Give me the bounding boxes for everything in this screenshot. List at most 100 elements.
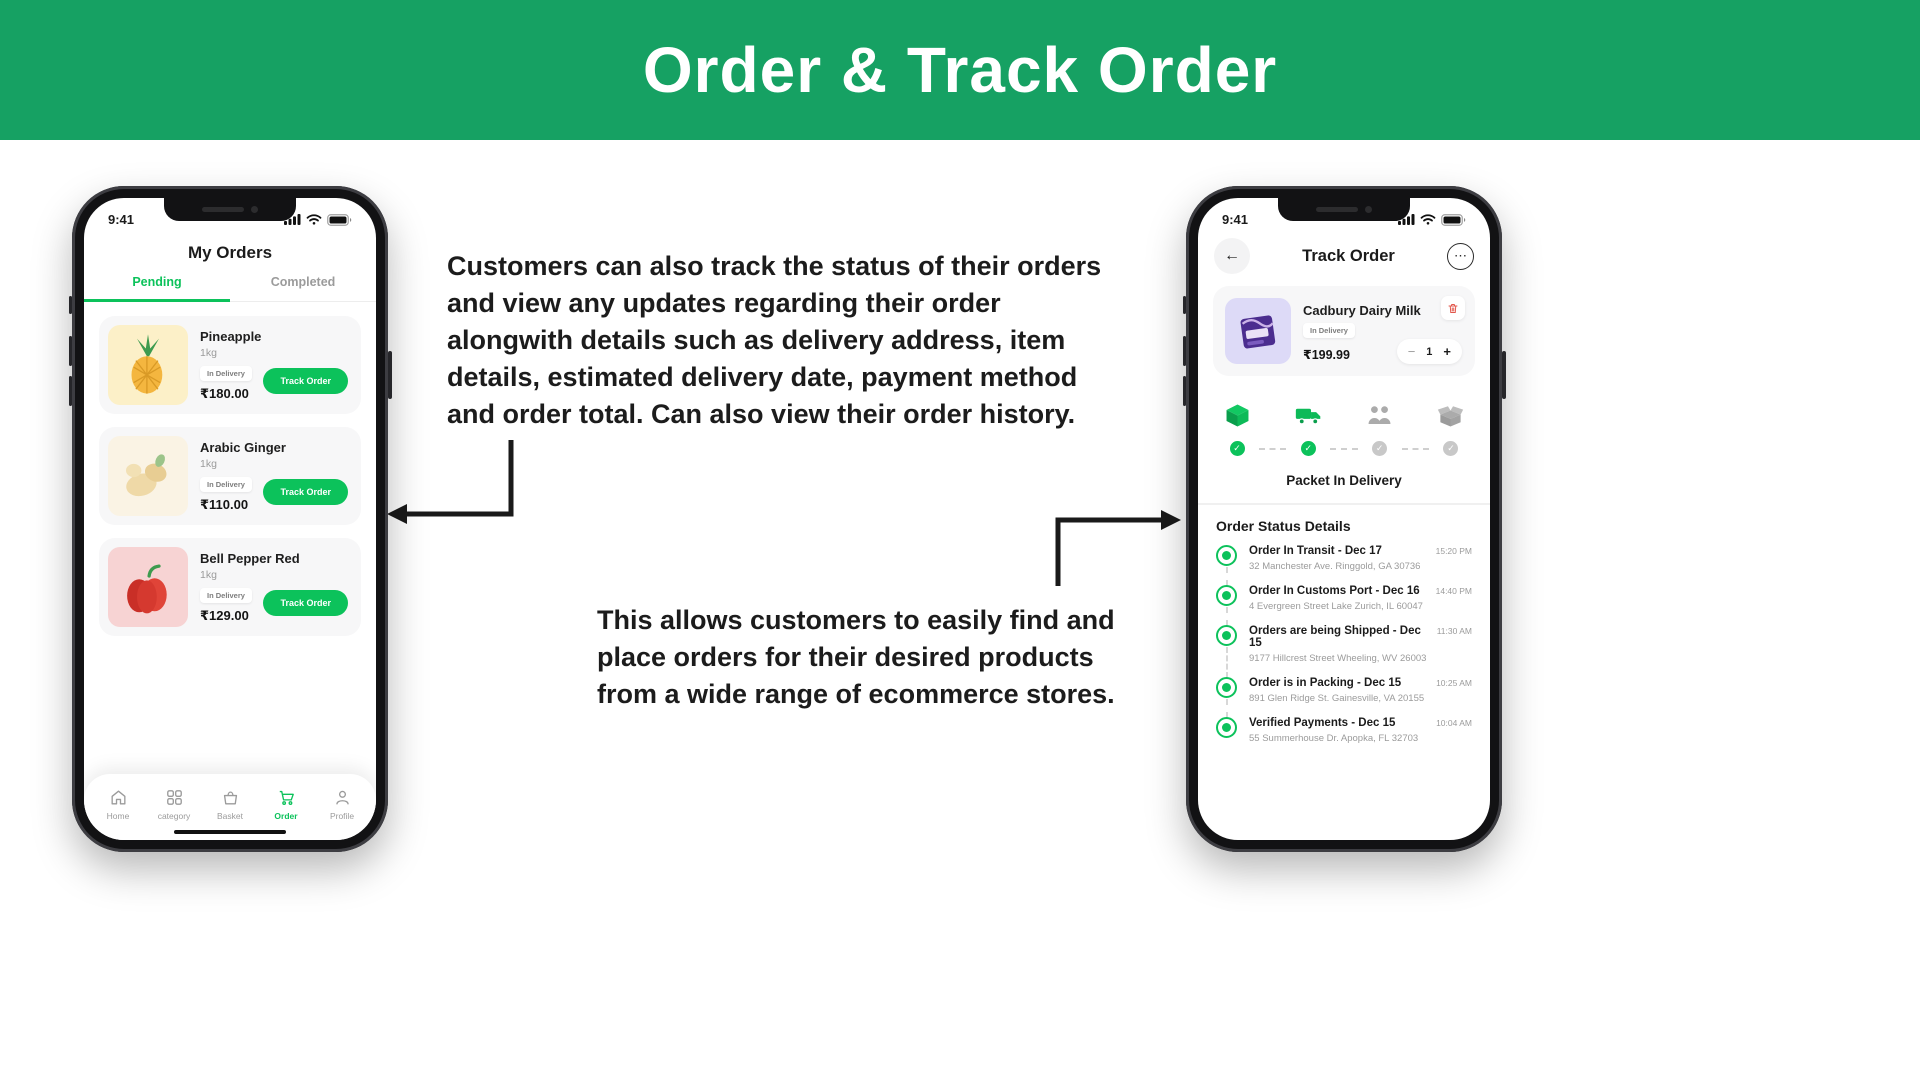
delivery-progress-tracker: ✓ ✓ ✓ ✓ xyxy=(1220,402,1468,456)
current-status-label: Packet In Delivery xyxy=(1286,473,1402,488)
status-title: Order In Customs Port - Dec 16 xyxy=(1249,584,1420,597)
handover-people-icon xyxy=(1368,406,1391,424)
tab-completed[interactable]: Completed xyxy=(270,275,336,289)
nav-item-order[interactable]: Order xyxy=(263,787,309,822)
track-order-button[interactable]: Track Order xyxy=(263,367,348,394)
volume-up-button xyxy=(1182,336,1186,366)
status-address: 891 Glen Ridge St. Gainesville, VA 20155 xyxy=(1249,692,1425,704)
track-order-screen: 9:41 ← Track Ord xyxy=(1198,198,1490,840)
step-check-packed: ✓ xyxy=(1229,441,1245,456)
pineapple-image xyxy=(108,324,188,405)
product-name: Arabic Ginger xyxy=(200,440,286,455)
status-marker-icon xyxy=(1216,544,1237,566)
orders-phone-mockup: 9:41 My Orders Pending Comp xyxy=(68,186,392,852)
banner: Order & Track Order xyxy=(0,0,1920,140)
battery-icon xyxy=(1441,213,1466,226)
mute-switch xyxy=(68,296,72,314)
status-marker-icon xyxy=(1216,584,1237,606)
tab-pending[interactable]: Pending xyxy=(84,275,230,302)
quantity-value: 1 xyxy=(1426,345,1433,358)
battery-icon xyxy=(327,213,352,226)
clock: 9:41 xyxy=(108,212,135,227)
increase-quantity-button[interactable]: + xyxy=(1443,344,1451,359)
nav-item-profile[interactable]: Profile xyxy=(319,787,365,822)
nav-item-basket[interactable]: Basket xyxy=(207,787,253,822)
delivery-truck-icon xyxy=(1295,408,1321,425)
cart-icon xyxy=(279,790,294,805)
track-order-button[interactable]: Track Order xyxy=(263,589,348,616)
order-status-details-heading: Order Status Details xyxy=(1216,517,1351,534)
product-price: ₹180.00 xyxy=(200,386,249,401)
status-title: Verified Payments - Dec 15 xyxy=(1249,716,1396,729)
category-grid-icon xyxy=(166,790,182,805)
product-name: Bell Pepper Red xyxy=(200,551,300,566)
power-button xyxy=(1502,351,1506,399)
status-address: 4 Evergreen Street Lake Zurich, IL 60047 xyxy=(1249,600,1423,612)
order-card-pineapple[interactable]: Pineapple 1kg In Delivery ₹180.00 Track … xyxy=(99,315,361,414)
track-phone-mockup: 9:41 ← Track Ord xyxy=(1182,186,1506,852)
trash-icon xyxy=(1448,303,1458,313)
step-check-handover: ✓ xyxy=(1372,441,1388,456)
step-check-in-delivery: ✓ xyxy=(1300,441,1316,456)
product-price: ₹110.00 xyxy=(200,497,249,512)
status-time: 14:40 PM xyxy=(1435,585,1472,596)
product-name: Cadbury Dairy Milk xyxy=(1303,302,1421,318)
divider xyxy=(1198,503,1490,505)
bell-pepper-image xyxy=(108,546,188,627)
arrow-to-track-phone xyxy=(1055,510,1181,586)
signal-icon xyxy=(1398,214,1415,225)
delivery-status-badge: In Delivery xyxy=(200,588,252,603)
delivery-status-badge: In Delivery xyxy=(200,477,252,492)
power-button xyxy=(388,351,392,399)
back-arrow-icon: ← xyxy=(1224,247,1240,264)
status-address: 9177 Hillcrest Street Wheeling, WV 26003 xyxy=(1249,652,1427,664)
nav-item-category[interactable]: category xyxy=(151,787,197,822)
volume-down-button xyxy=(68,376,72,406)
dairy-milk-image xyxy=(1225,298,1291,364)
wifi-icon xyxy=(306,214,322,225)
quantity-stepper: − 1 + xyxy=(1396,339,1462,364)
status-marker-icon xyxy=(1216,716,1237,738)
mute-switch xyxy=(1182,296,1186,314)
status-address: 32 Manchester Ave. Ringgold, GA 30736 xyxy=(1249,560,1421,572)
timeline-entry: Order In Transit - Dec 17 15:20 PM 32 Ma… xyxy=(1216,544,1472,586)
nav-item-home[interactable]: Home xyxy=(95,787,141,822)
more-options-button[interactable]: ⋯ xyxy=(1447,242,1474,270)
status-time: 10:25 AM xyxy=(1436,677,1472,688)
decrease-quantity-button[interactable]: − xyxy=(1407,344,1416,359)
product-price: ₹199.99 xyxy=(1303,347,1350,362)
profile-icon xyxy=(335,790,349,805)
packed-box-icon xyxy=(1226,404,1248,427)
order-card-bell-pepper[interactable]: Bell Pepper Red 1kg In Delivery ₹129.00 … xyxy=(99,537,361,636)
volume-up-button xyxy=(68,336,72,366)
status-bar: 9:41 xyxy=(1198,198,1490,230)
timeline-entry: Verified Payments - Dec 15 10:04 AM 55 S… xyxy=(1216,716,1472,757)
status-address: 55 Summerhouse Dr. Apopka, FL 32703 xyxy=(1249,732,1419,744)
order-status-timeline: Order In Transit - Dec 17 15:20 PM 32 Ma… xyxy=(1198,544,1490,757)
back-button[interactable]: ← xyxy=(1214,238,1250,274)
delivered-parcel-icon xyxy=(1438,406,1464,427)
wifi-icon xyxy=(1420,214,1436,225)
track-header: ← Track Order ⋯ xyxy=(1198,230,1490,280)
delete-item-button[interactable] xyxy=(1441,296,1465,320)
signal-icon xyxy=(284,214,301,225)
orders-tabs: Pending Completed xyxy=(84,275,376,302)
status-time: 15:20 PM xyxy=(1435,545,1472,556)
product-weight: 1kg xyxy=(200,347,217,359)
delivery-status-badge: In Delivery xyxy=(200,366,252,381)
basket-icon xyxy=(223,791,237,805)
status-time: 11:30 AM xyxy=(1436,625,1472,636)
speaker xyxy=(1316,207,1358,212)
status-title: Order is in Packing - Dec 15 xyxy=(1249,676,1402,689)
arrow-to-orders-phone xyxy=(387,440,514,524)
track-order-button[interactable]: Track Order xyxy=(263,478,348,505)
home-indicator xyxy=(174,829,286,834)
screen-title: My Orders xyxy=(187,243,273,262)
order-card-ginger[interactable]: Arabic Ginger 1kg In Delivery ₹110.00 Tr… xyxy=(99,426,361,525)
product-weight: 1kg xyxy=(200,569,217,581)
page-title: Order & Track Order xyxy=(642,34,1278,106)
product-price: ₹129.00 xyxy=(200,608,249,623)
step-check-delivered: ✓ xyxy=(1443,441,1459,456)
annotation-place-orders: This allows customers to easily find and… xyxy=(597,605,1115,709)
nav-label: Home xyxy=(106,811,130,821)
